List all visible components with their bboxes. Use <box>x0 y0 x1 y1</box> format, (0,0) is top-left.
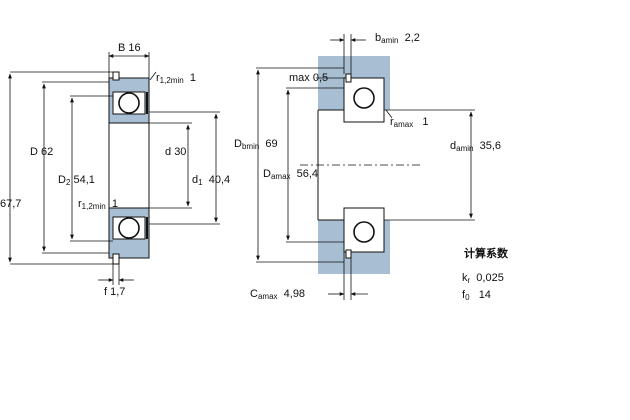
sym: r <box>156 72 160 84</box>
val: 40,4 <box>208 174 231 186</box>
right-bearing-section <box>300 73 420 259</box>
val: 0,025 <box>476 272 504 284</box>
sub: 2 <box>65 178 71 187</box>
label-r-mid: r1,2min 1 <box>78 198 118 213</box>
sub: amin <box>381 36 399 45</box>
sym: D <box>58 174 66 186</box>
sub: amax <box>257 292 278 301</box>
label-damin: damin 35,6 <box>450 140 501 155</box>
sym: b <box>375 32 382 44</box>
label-Damax: Damax 56,4 <box>263 168 318 183</box>
left-dimension-lines <box>8 52 220 285</box>
val: 1 <box>189 72 196 84</box>
calc-heading: 计算系数 <box>464 247 508 260</box>
val: 1 <box>111 198 118 210</box>
sub: 1,2min <box>159 76 184 85</box>
sym: D <box>234 138 242 150</box>
val: 30 <box>174 146 187 158</box>
sub: 0 <box>465 293 470 302</box>
label-Dbmin: Dbmin 69 <box>234 138 278 153</box>
val: 2,2 <box>404 32 420 44</box>
val: 56,4 <box>296 168 319 180</box>
right-dimension-lines <box>256 34 475 300</box>
left-bearing-section <box>108 71 150 265</box>
label-Camax: Camax 4,98 <box>250 288 305 303</box>
label-max-chamfer: max 0,5 <box>289 72 329 84</box>
label-D: D 62 <box>30 146 53 159</box>
sym: f <box>462 289 466 301</box>
calc-kr: kr 0,025 <box>462 272 504 287</box>
val: 62 <box>41 146 54 158</box>
sub: amax <box>393 120 414 129</box>
sym: d <box>192 174 199 186</box>
sub: r <box>467 276 471 285</box>
sym: r <box>390 116 394 128</box>
label-B: B 16 <box>118 42 141 55</box>
val: 1 <box>422 116 429 128</box>
label-bamin: bamin 2,2 <box>375 32 420 47</box>
sub: bmin <box>241 142 260 151</box>
val: 67,7 <box>0 198 22 210</box>
label-D2: D2 54,1 <box>58 174 95 189</box>
sub: amin <box>456 144 474 153</box>
sym: C <box>250 288 258 300</box>
sym: D <box>263 168 271 180</box>
sub: amax <box>270 172 291 181</box>
sub: 1 <box>198 178 203 187</box>
label-d1: d1 40,4 <box>192 174 230 189</box>
val: 4,98 <box>283 288 306 300</box>
label-f: f 1,7 <box>104 286 125 299</box>
calc-f0: f0 14 <box>462 289 491 304</box>
sym: d <box>450 140 457 152</box>
sub: 1,2min <box>81 202 106 211</box>
val: 54,1 <box>73 174 95 186</box>
val: 14 <box>478 289 491 301</box>
sym: d <box>165 146 172 158</box>
label-outer-diameter: 67,7 <box>0 198 21 211</box>
sym: D <box>30 146 38 158</box>
sym: f <box>104 286 108 298</box>
sym: k <box>462 272 468 284</box>
val: 16 <box>128 42 141 54</box>
label-r-top: r1,2min 1 <box>156 72 196 87</box>
sym: r <box>78 198 82 210</box>
label-ramax: ramax 1 <box>390 116 429 131</box>
val: 35,6 <box>479 140 502 152</box>
val: 1,7 <box>110 286 126 298</box>
val: 69 <box>265 138 278 150</box>
sym: B <box>118 42 126 54</box>
label-d: d 30 <box>165 146 186 159</box>
